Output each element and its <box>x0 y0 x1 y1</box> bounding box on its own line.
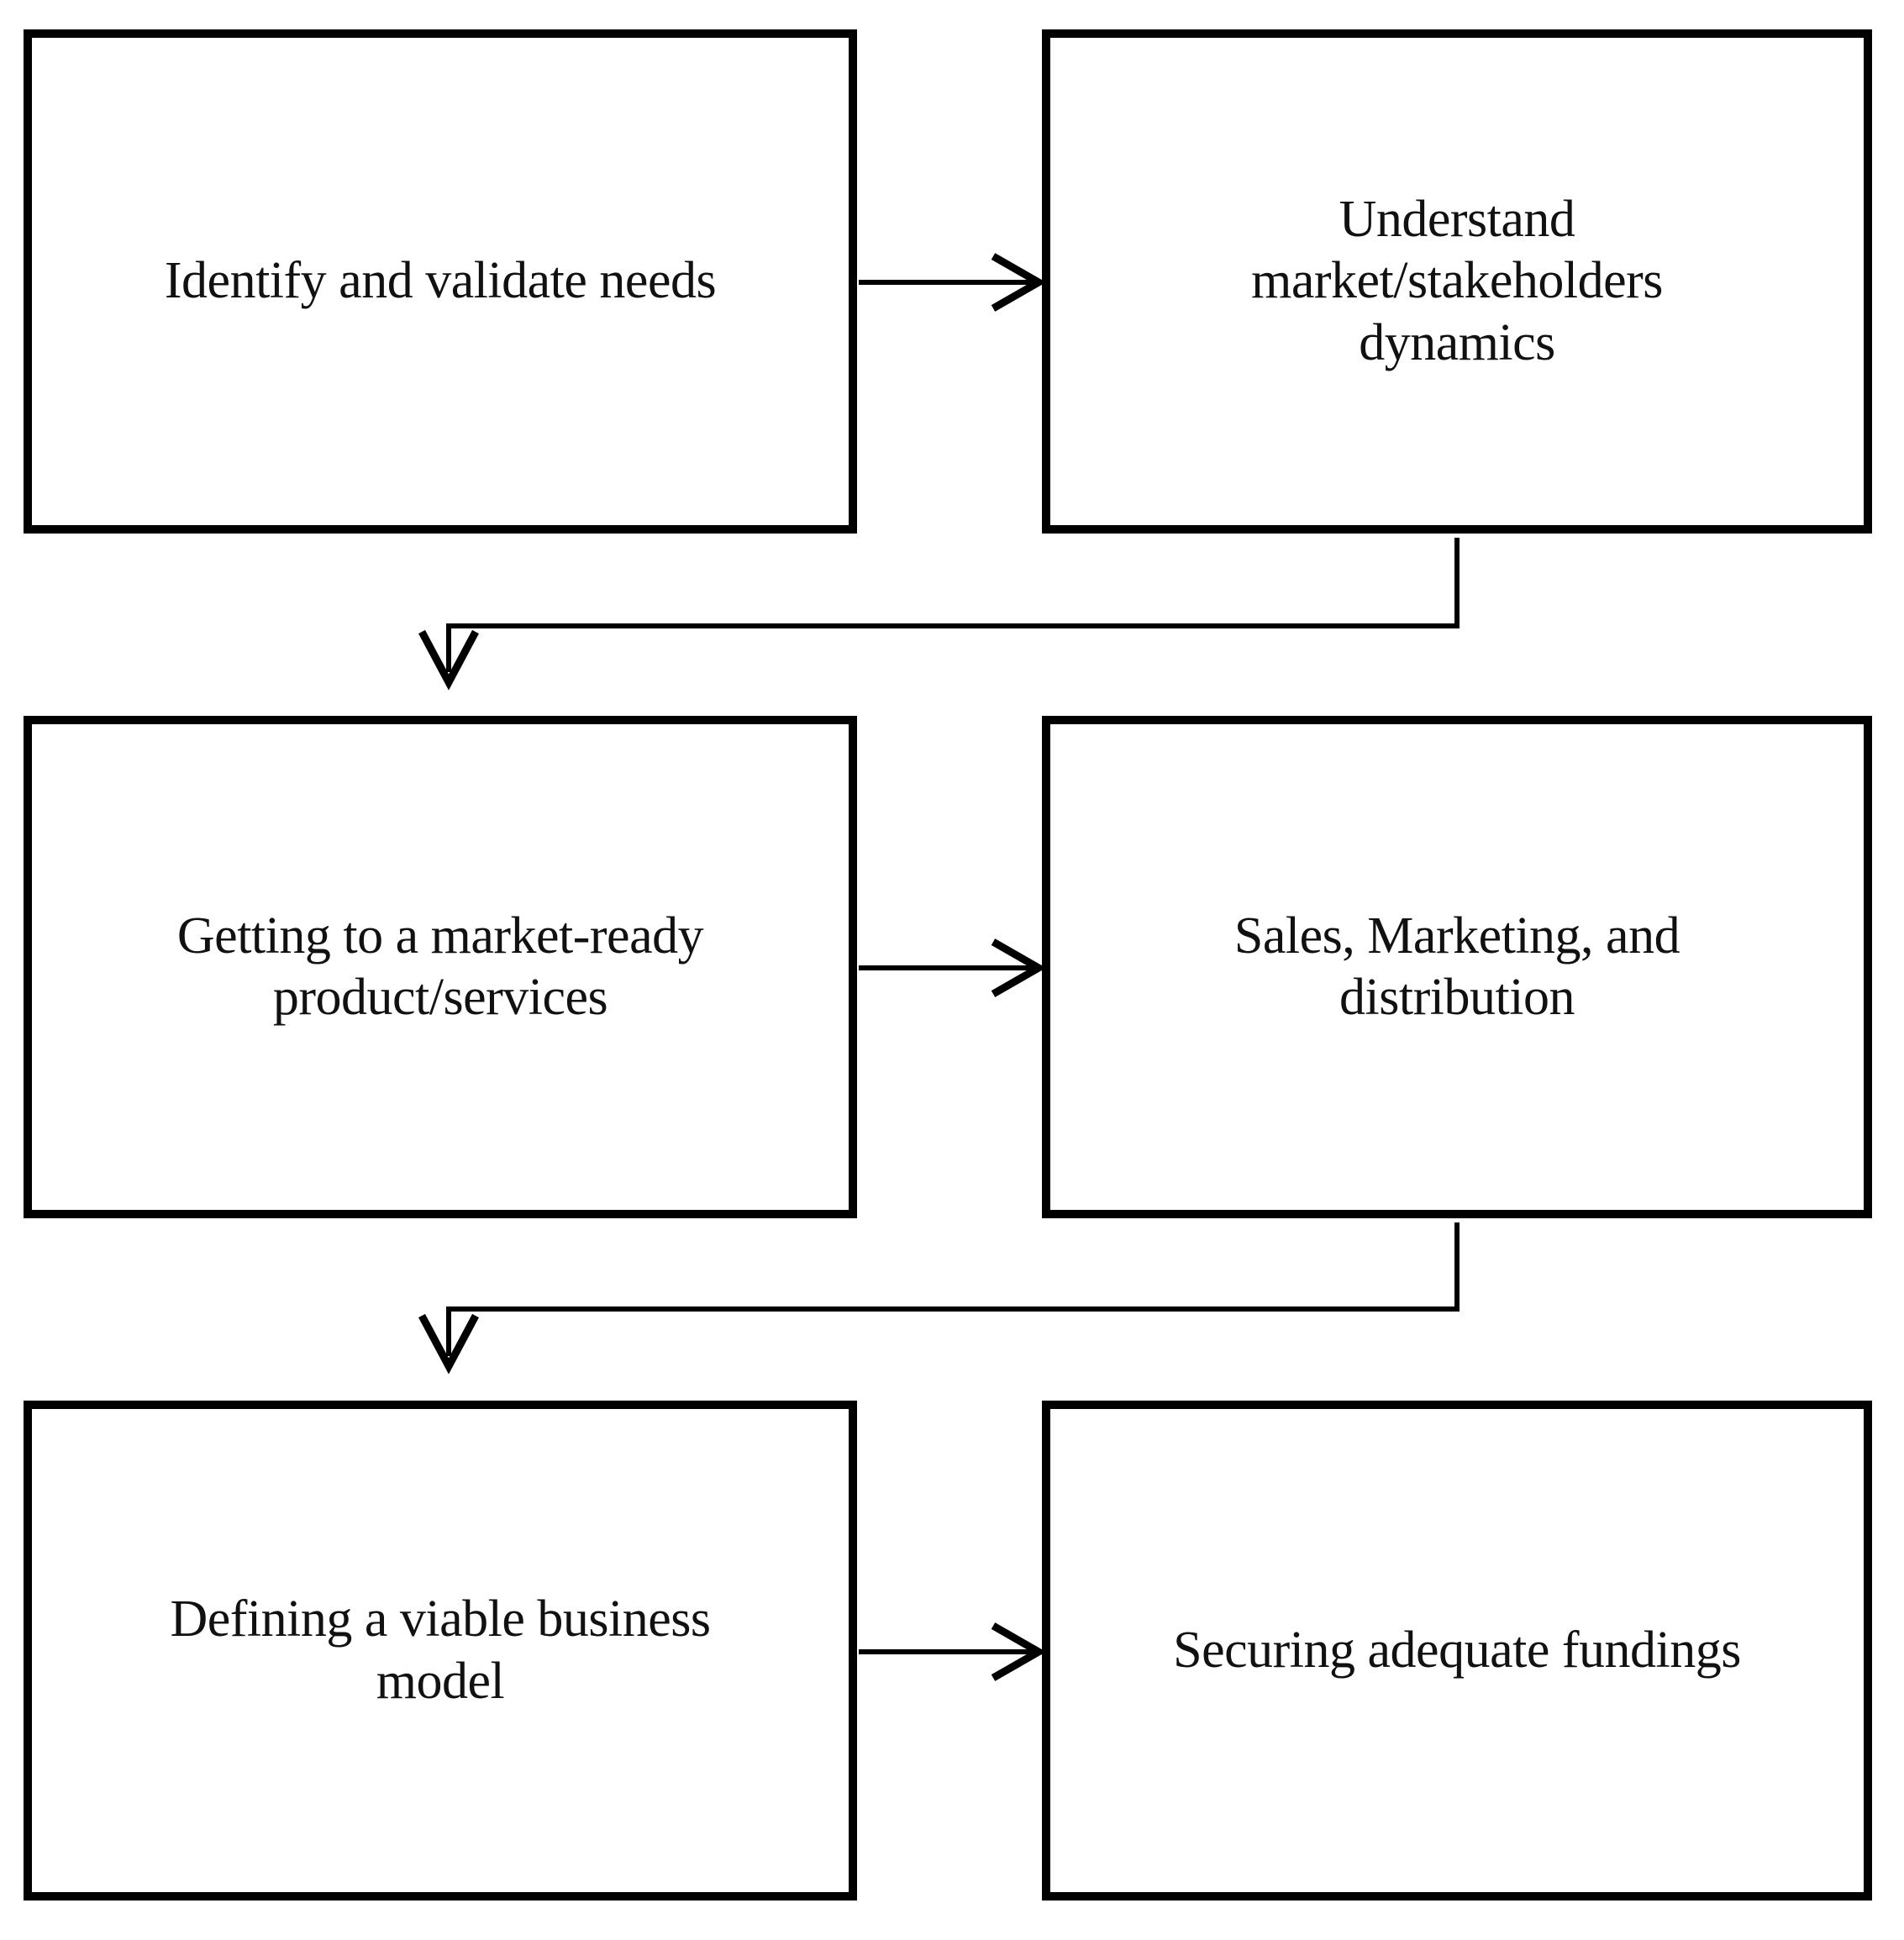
edge-sales-to-defining <box>418 1222 1460 1375</box>
node-defining-viable-business-model[interactable]: Defining a viable business model <box>24 1401 857 1901</box>
node-getting-to-market-ready-product[interactable]: Getting to a market-ready product/servic… <box>24 716 857 1218</box>
node-identify-and-validate-needs[interactable]: Identify and validate needs <box>24 29 857 534</box>
node-label: Understand market/stakeholders dynamics <box>1251 191 1663 371</box>
edge-identify-to-understand <box>859 253 1047 312</box>
node-sales-marketing-distribution[interactable]: Sales, Marketing, and distribution <box>1042 716 1872 1218</box>
node-label: Defining a viable business model <box>170 1590 711 1710</box>
node-label: Securing adequate fundings <box>1173 1621 1741 1679</box>
node-understand-market-stakeholders-dynamics[interactable]: Understand market/stakeholders dynamics <box>1042 29 1872 534</box>
edge-defining-to-securing <box>859 1622 1047 1681</box>
node-securing-adequate-fundings[interactable]: Securing adequate fundings <box>1042 1401 1872 1901</box>
node-label: Identify and validate needs <box>164 252 717 310</box>
edge-understand-to-getting <box>418 538 1460 691</box>
node-label: Sales, Marketing, and distribution <box>1233 907 1680 1026</box>
edge-getting-to-sales <box>859 938 1047 997</box>
node-label: Getting to a market-ready product/servic… <box>176 907 704 1026</box>
